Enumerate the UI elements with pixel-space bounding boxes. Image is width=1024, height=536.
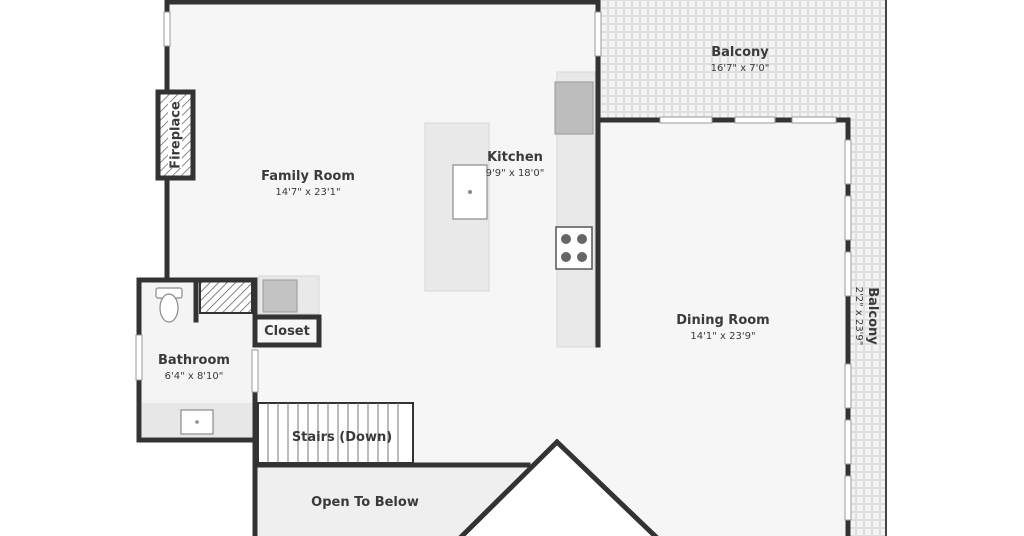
utility-appliance: [262, 279, 298, 313]
closet-name: Closet: [264, 324, 310, 339]
balcony-side-floor: [848, 0, 886, 536]
balcony-side-name: Balcony: [865, 287, 880, 345]
bathroom-dims: 6'4" x 8'10": [165, 371, 224, 382]
burner-icon: [561, 252, 571, 262]
bathroom-name: Bathroom: [158, 353, 230, 368]
shaft-hatch: [199, 280, 253, 314]
balcony-top-name: Balcony: [711, 45, 769, 60]
window: [844, 419, 852, 465]
open-below-floor: [255, 465, 528, 536]
balcony-side-label: Balcony 2'2" x 23'9": [853, 287, 880, 346]
window: [659, 116, 713, 124]
balcony-top-floor: [598, 0, 886, 120]
stairs-name: Stairs (Down): [292, 430, 392, 445]
window: [844, 475, 852, 521]
window: [594, 11, 602, 57]
dining-room-name: Dining Room: [676, 313, 769, 328]
window: [844, 251, 852, 297]
fireplace-label: Fireplace: [169, 101, 184, 169]
burner-icon: [577, 234, 587, 244]
open-below-name: Open To Below: [311, 495, 419, 510]
bathroom-sink-drain: [195, 420, 199, 424]
window: [135, 334, 143, 381]
stairs-treads: [257, 402, 414, 464]
kitchen-name: Kitchen: [487, 150, 543, 165]
window: [844, 139, 852, 185]
kitchen-dims: 9'9" x 18'0": [486, 168, 545, 179]
balcony-side-dims: 2'2" x 23'9": [853, 287, 864, 346]
burner-icon: [577, 252, 587, 262]
fireplace-label-bg: [168, 102, 182, 168]
fridge: [554, 81, 594, 135]
toilet-bowl: [159, 293, 179, 323]
family-room-name: Family Room: [261, 169, 355, 184]
balcony-top-dims: 16'7" x 7'0": [711, 63, 770, 74]
burner-icon: [561, 234, 571, 244]
window: [791, 116, 837, 124]
window: [251, 349, 259, 393]
window: [844, 363, 852, 409]
window: [734, 116, 776, 124]
family-room-dims: 14'7" x 23'1": [275, 187, 340, 198]
island-sink-drain: [468, 190, 472, 194]
dining-room-dims: 14'1" x 23'9": [690, 331, 755, 342]
cooktop: [555, 226, 593, 270]
window: [163, 11, 171, 47]
window: [844, 195, 852, 241]
